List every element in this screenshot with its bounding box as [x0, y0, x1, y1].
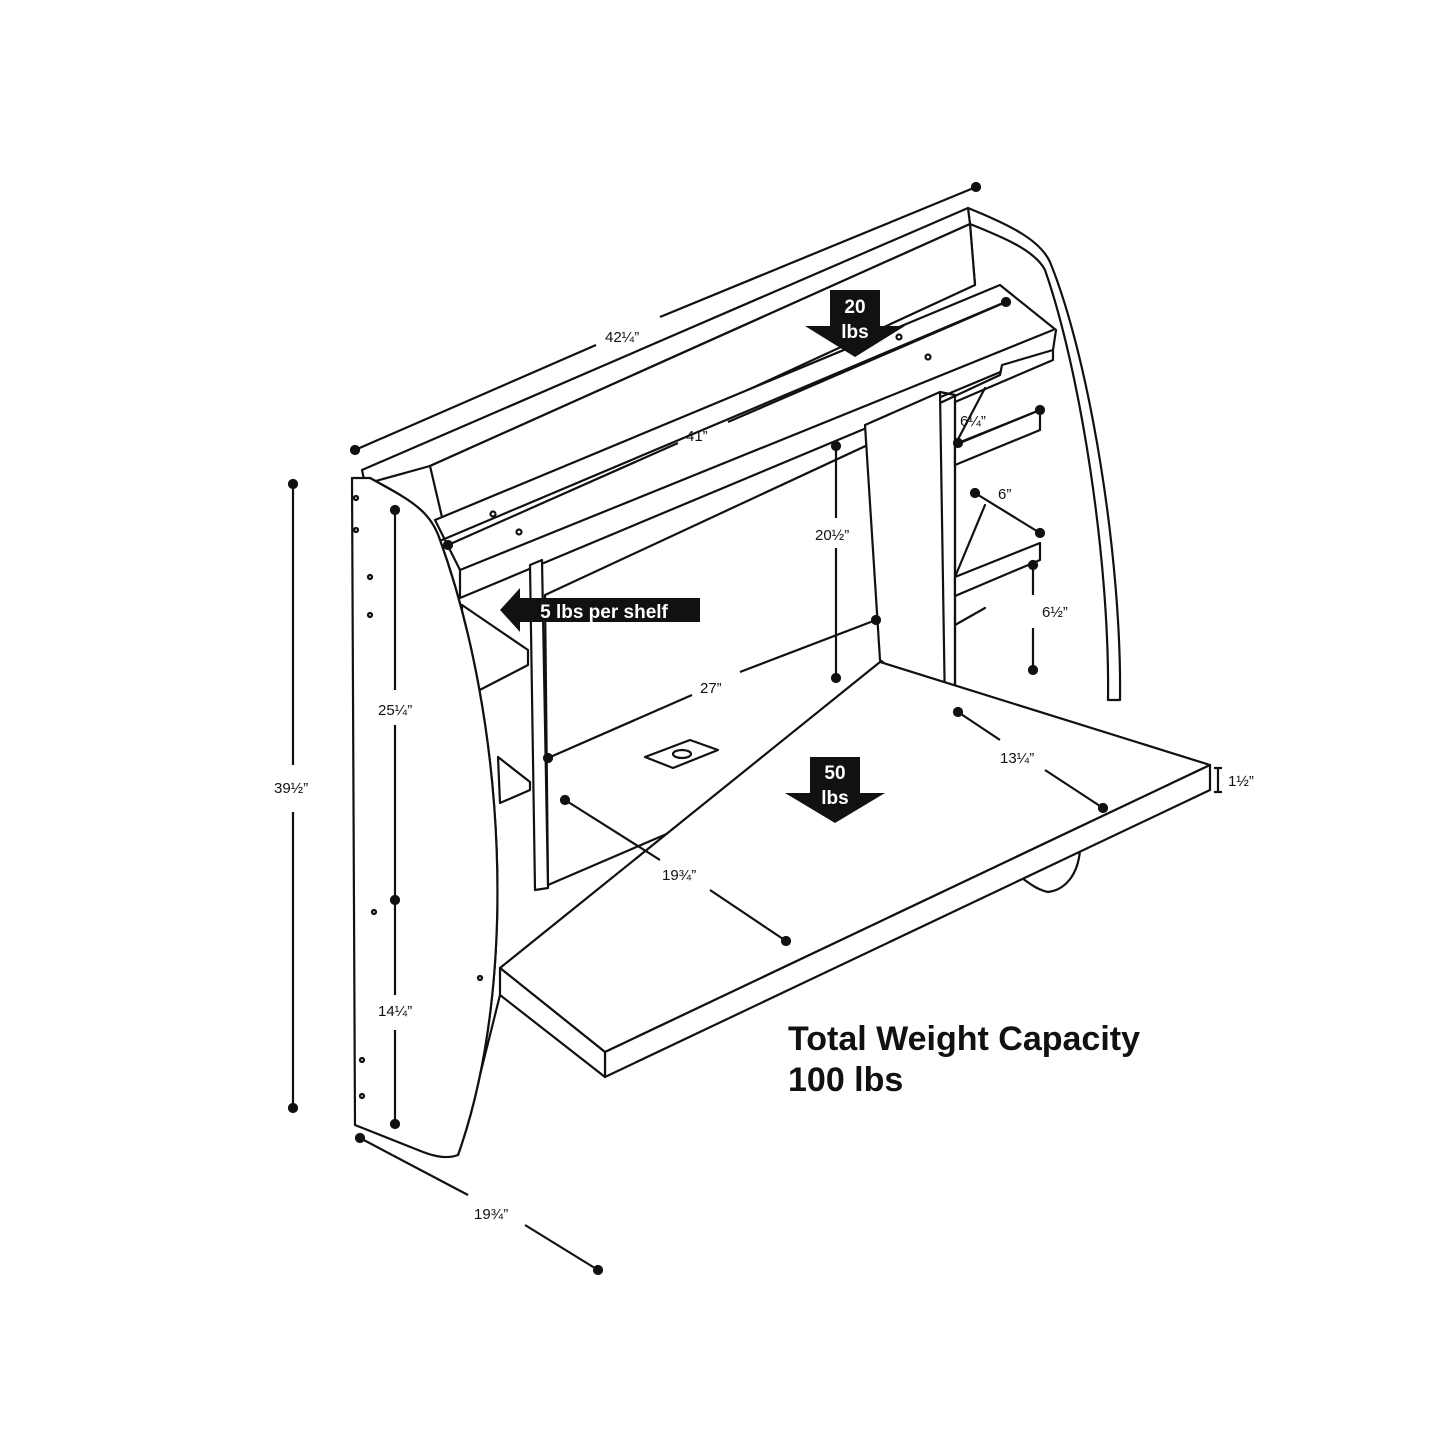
grommet-hole [671, 748, 693, 760]
cubby-shelf-2-depth [953, 503, 987, 579]
dim-inner-width: 27” [700, 680, 722, 697]
shelf-hole [489, 510, 497, 518]
desk-load-value: 50 [824, 763, 845, 784]
dim-desk-thickness: 1½” [1228, 773, 1254, 790]
dim-lower-cubby-height: 6½” [1042, 604, 1068, 621]
side-hole [358, 1056, 366, 1064]
capacity-value: 100 lbs [788, 1061, 903, 1099]
side-hole [352, 526, 360, 534]
dim-overall-depth: 19¾” [474, 1206, 508, 1223]
dim-upper-side-height: 25¼” [378, 702, 412, 719]
capacity-title: Total Weight Capacity [788, 1020, 1140, 1058]
dim-lower-side-height: 14¼” [378, 1003, 412, 1020]
dim-desk-right-depth: 13¼” [1000, 750, 1034, 767]
left-cubby-shelf-2 [496, 755, 532, 805]
dim-desk-depth: 19¾” [662, 867, 696, 884]
top-shelf-front-edge [458, 328, 1055, 572]
dim-overall-width: 42¼” [605, 329, 639, 346]
left-side-panel-front [368, 476, 499, 1157]
desk-drawing [350, 206, 1212, 1159]
shelf-hole [515, 528, 523, 536]
top-shelf-load-arrow: 20 lbs [805, 290, 905, 357]
shelf-hole [895, 333, 903, 341]
dim-shelf-width: 41” [686, 428, 708, 445]
dimension-lines [287, 181, 1222, 1276]
dim-overall-height: 39½” [274, 780, 308, 797]
right-side-panel [966, 206, 1122, 702]
dim-mid-cubby-height: 6” [998, 486, 1011, 503]
side-hole [476, 974, 484, 982]
top-shelf-load-value: 20 [844, 297, 865, 318]
dim-inner-height: 20½” [815, 527, 849, 544]
top-shelf-load-unit: lbs [841, 322, 868, 343]
desk-load-unit: lbs [821, 788, 848, 809]
cubby-shelf-1-depth [953, 386, 987, 447]
side-hole [358, 1092, 366, 1100]
dimension-labels: 42¼” 41” 39½” 25¼” 14¼” 19¾” 20½” 27” 19… [274, 329, 1254, 1223]
shelf-hole [924, 353, 932, 361]
dim-top-cubby-height: 6¼” [960, 413, 986, 430]
desk-load-arrow: 50 lbs [785, 757, 885, 823]
side-hole [352, 494, 360, 502]
right-cubby-shelf-2 [953, 541, 1042, 598]
right-side-panel-lower [1020, 848, 1082, 894]
side-hole [366, 573, 374, 581]
desk-left-edge [498, 966, 607, 1079]
left-inner-panel [528, 558, 550, 892]
side-shelf-load-label: 5 lbs per shelf [540, 602, 668, 623]
side-shelf-load-arrow: 5 lbs per shelf [500, 588, 700, 632]
divider-edge [938, 390, 957, 397]
cubby-bottom-edge [953, 606, 987, 627]
side-hole [366, 611, 374, 619]
side-hole [370, 908, 378, 916]
